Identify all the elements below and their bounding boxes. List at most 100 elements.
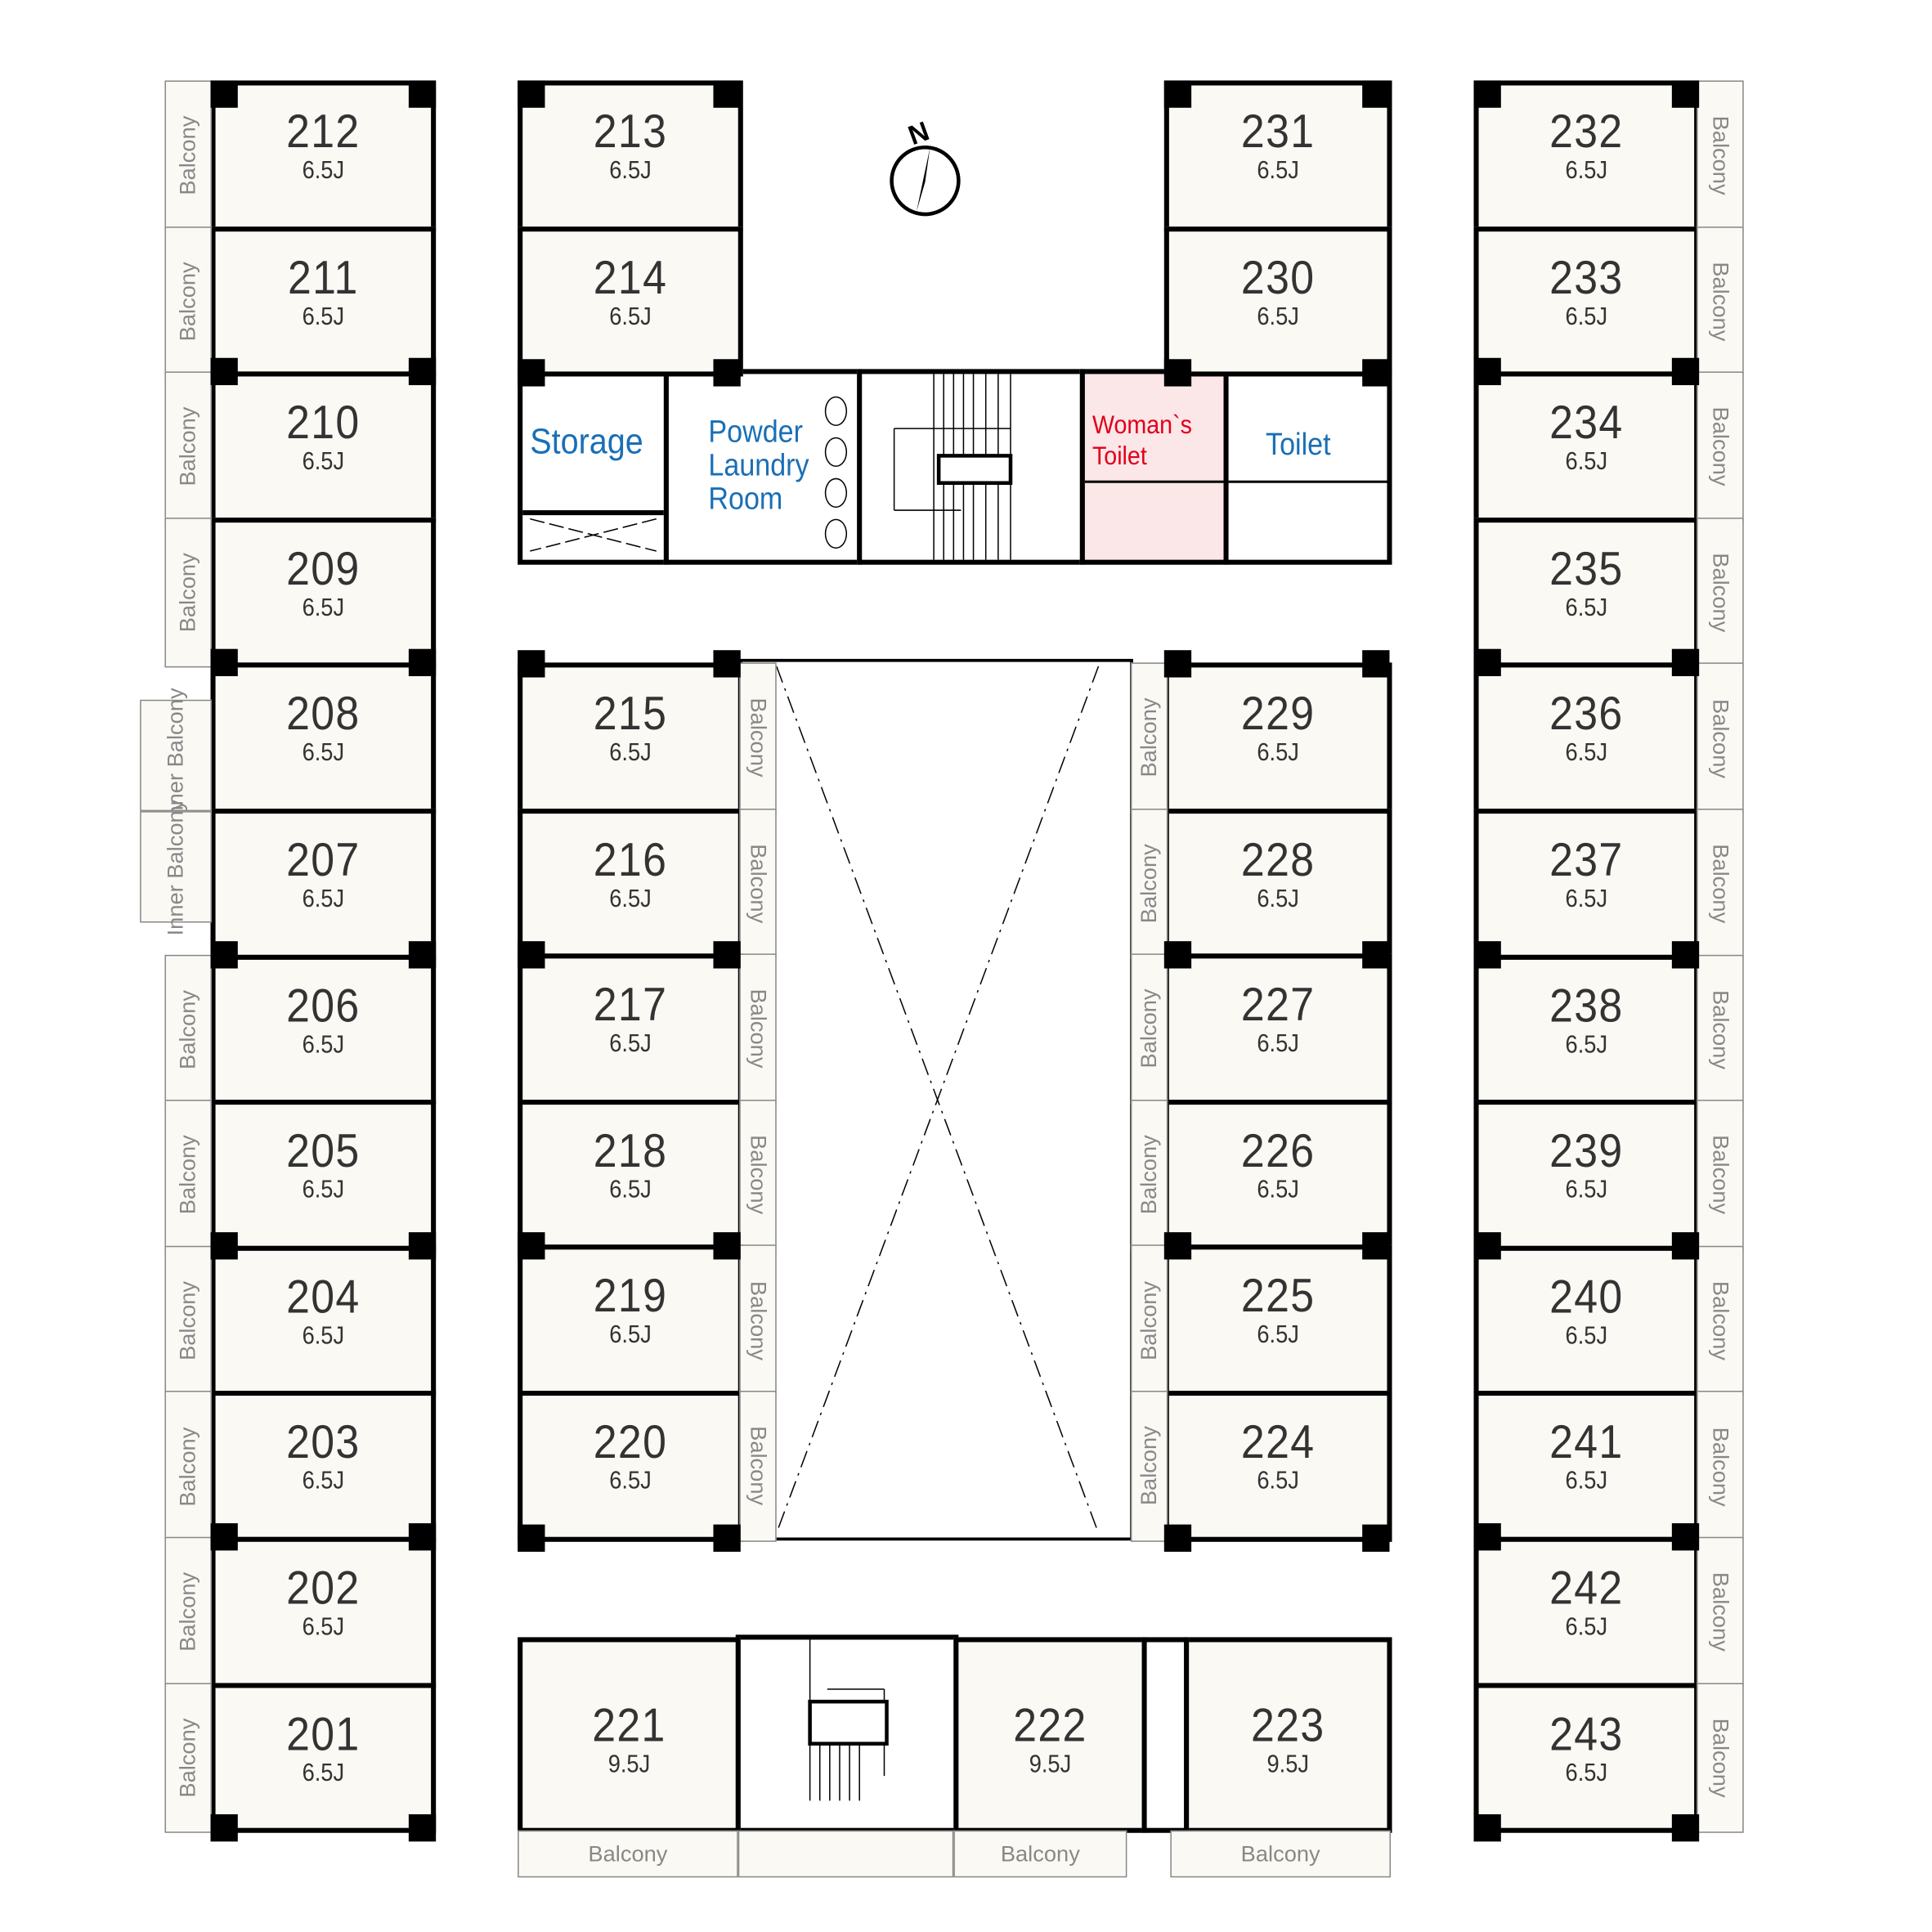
- balcony: Balcony: [1697, 1536, 1744, 1688]
- balcony-label: Balcony: [1708, 262, 1733, 342]
- balcony: Balcony: [1697, 954, 1744, 1105]
- pillar: [518, 1523, 545, 1552]
- pillar: [518, 650, 545, 678]
- room-number: 242: [1549, 1562, 1624, 1616]
- balcony-label: Balcony: [175, 262, 200, 342]
- balcony-label: Balcony: [1136, 1280, 1162, 1360]
- balcony: Balcony: [164, 517, 213, 669]
- womans-toilet-label-2: Toilet: [1092, 442, 1147, 471]
- balcony-label: Balcony: [175, 553, 200, 633]
- compass: N: [890, 115, 962, 217]
- room-number: 240: [1549, 1271, 1624, 1324]
- pillar: [408, 1814, 437, 1842]
- pillar: [408, 1231, 437, 1260]
- room-number: 206: [286, 980, 361, 1033]
- room-size: 6.5J: [302, 303, 345, 330]
- pillar: [1473, 80, 1501, 108]
- pillar: [210, 1523, 238, 1551]
- pillar: [408, 940, 437, 968]
- pillar: [518, 1232, 545, 1261]
- balcony: Inner Balcony: [140, 688, 213, 823]
- room-size: 6.5J: [1565, 1322, 1608, 1350]
- womans-toilet[interactable]: Woman`s Toilet: [1079, 369, 1229, 565]
- pillar: [1163, 941, 1192, 969]
- room-size: 6.5J: [1565, 594, 1608, 622]
- stairwell-north[interactable]: [857, 369, 1085, 565]
- room-number: 205: [286, 1126, 361, 1178]
- pillar: [210, 649, 238, 677]
- room-size: 6.5J: [302, 448, 345, 476]
- pillar: [518, 80, 545, 108]
- room-number: 227: [1240, 979, 1316, 1033]
- balcony: Balcony: [739, 808, 777, 959]
- pillar: [1362, 941, 1390, 969]
- balcony: Balcony: [518, 1830, 738, 1878]
- balcony: Balcony: [164, 1391, 213, 1542]
- pillar: [1362, 359, 1390, 387]
- toilet[interactable]: Toilet: [1223, 369, 1392, 565]
- room-size: 9.5J: [607, 1750, 651, 1779]
- balcony-label: Balcony: [1708, 989, 1733, 1069]
- storage-room[interactable]: Storage: [518, 369, 669, 565]
- balcony: Balcony: [1697, 517, 1744, 669]
- balcony-label: Inner Balcony: [163, 798, 188, 935]
- stairwell-south[interactable]: [735, 1634, 959, 1833]
- balcony-label: Balcony: [175, 1427, 200, 1507]
- room-size: 6.5J: [1257, 1321, 1299, 1350]
- room-number: 230: [1240, 252, 1316, 305]
- balcony: Balcony: [1697, 662, 1744, 814]
- powder-laundry-room[interactable]: Powder Laundry Room: [663, 369, 863, 565]
- balcony-label: Balcony: [1708, 553, 1733, 633]
- balcony: Balcony: [1130, 1244, 1168, 1396]
- balcony: Balcony: [1697, 1391, 1744, 1542]
- balcony-label: Balcony: [175, 407, 200, 487]
- room-size: 6.5J: [609, 1321, 652, 1350]
- balcony: Balcony: [1697, 1245, 1744, 1396]
- storage-shaft: [522, 510, 664, 560]
- balcony: Balcony: [1170, 1830, 1392, 1878]
